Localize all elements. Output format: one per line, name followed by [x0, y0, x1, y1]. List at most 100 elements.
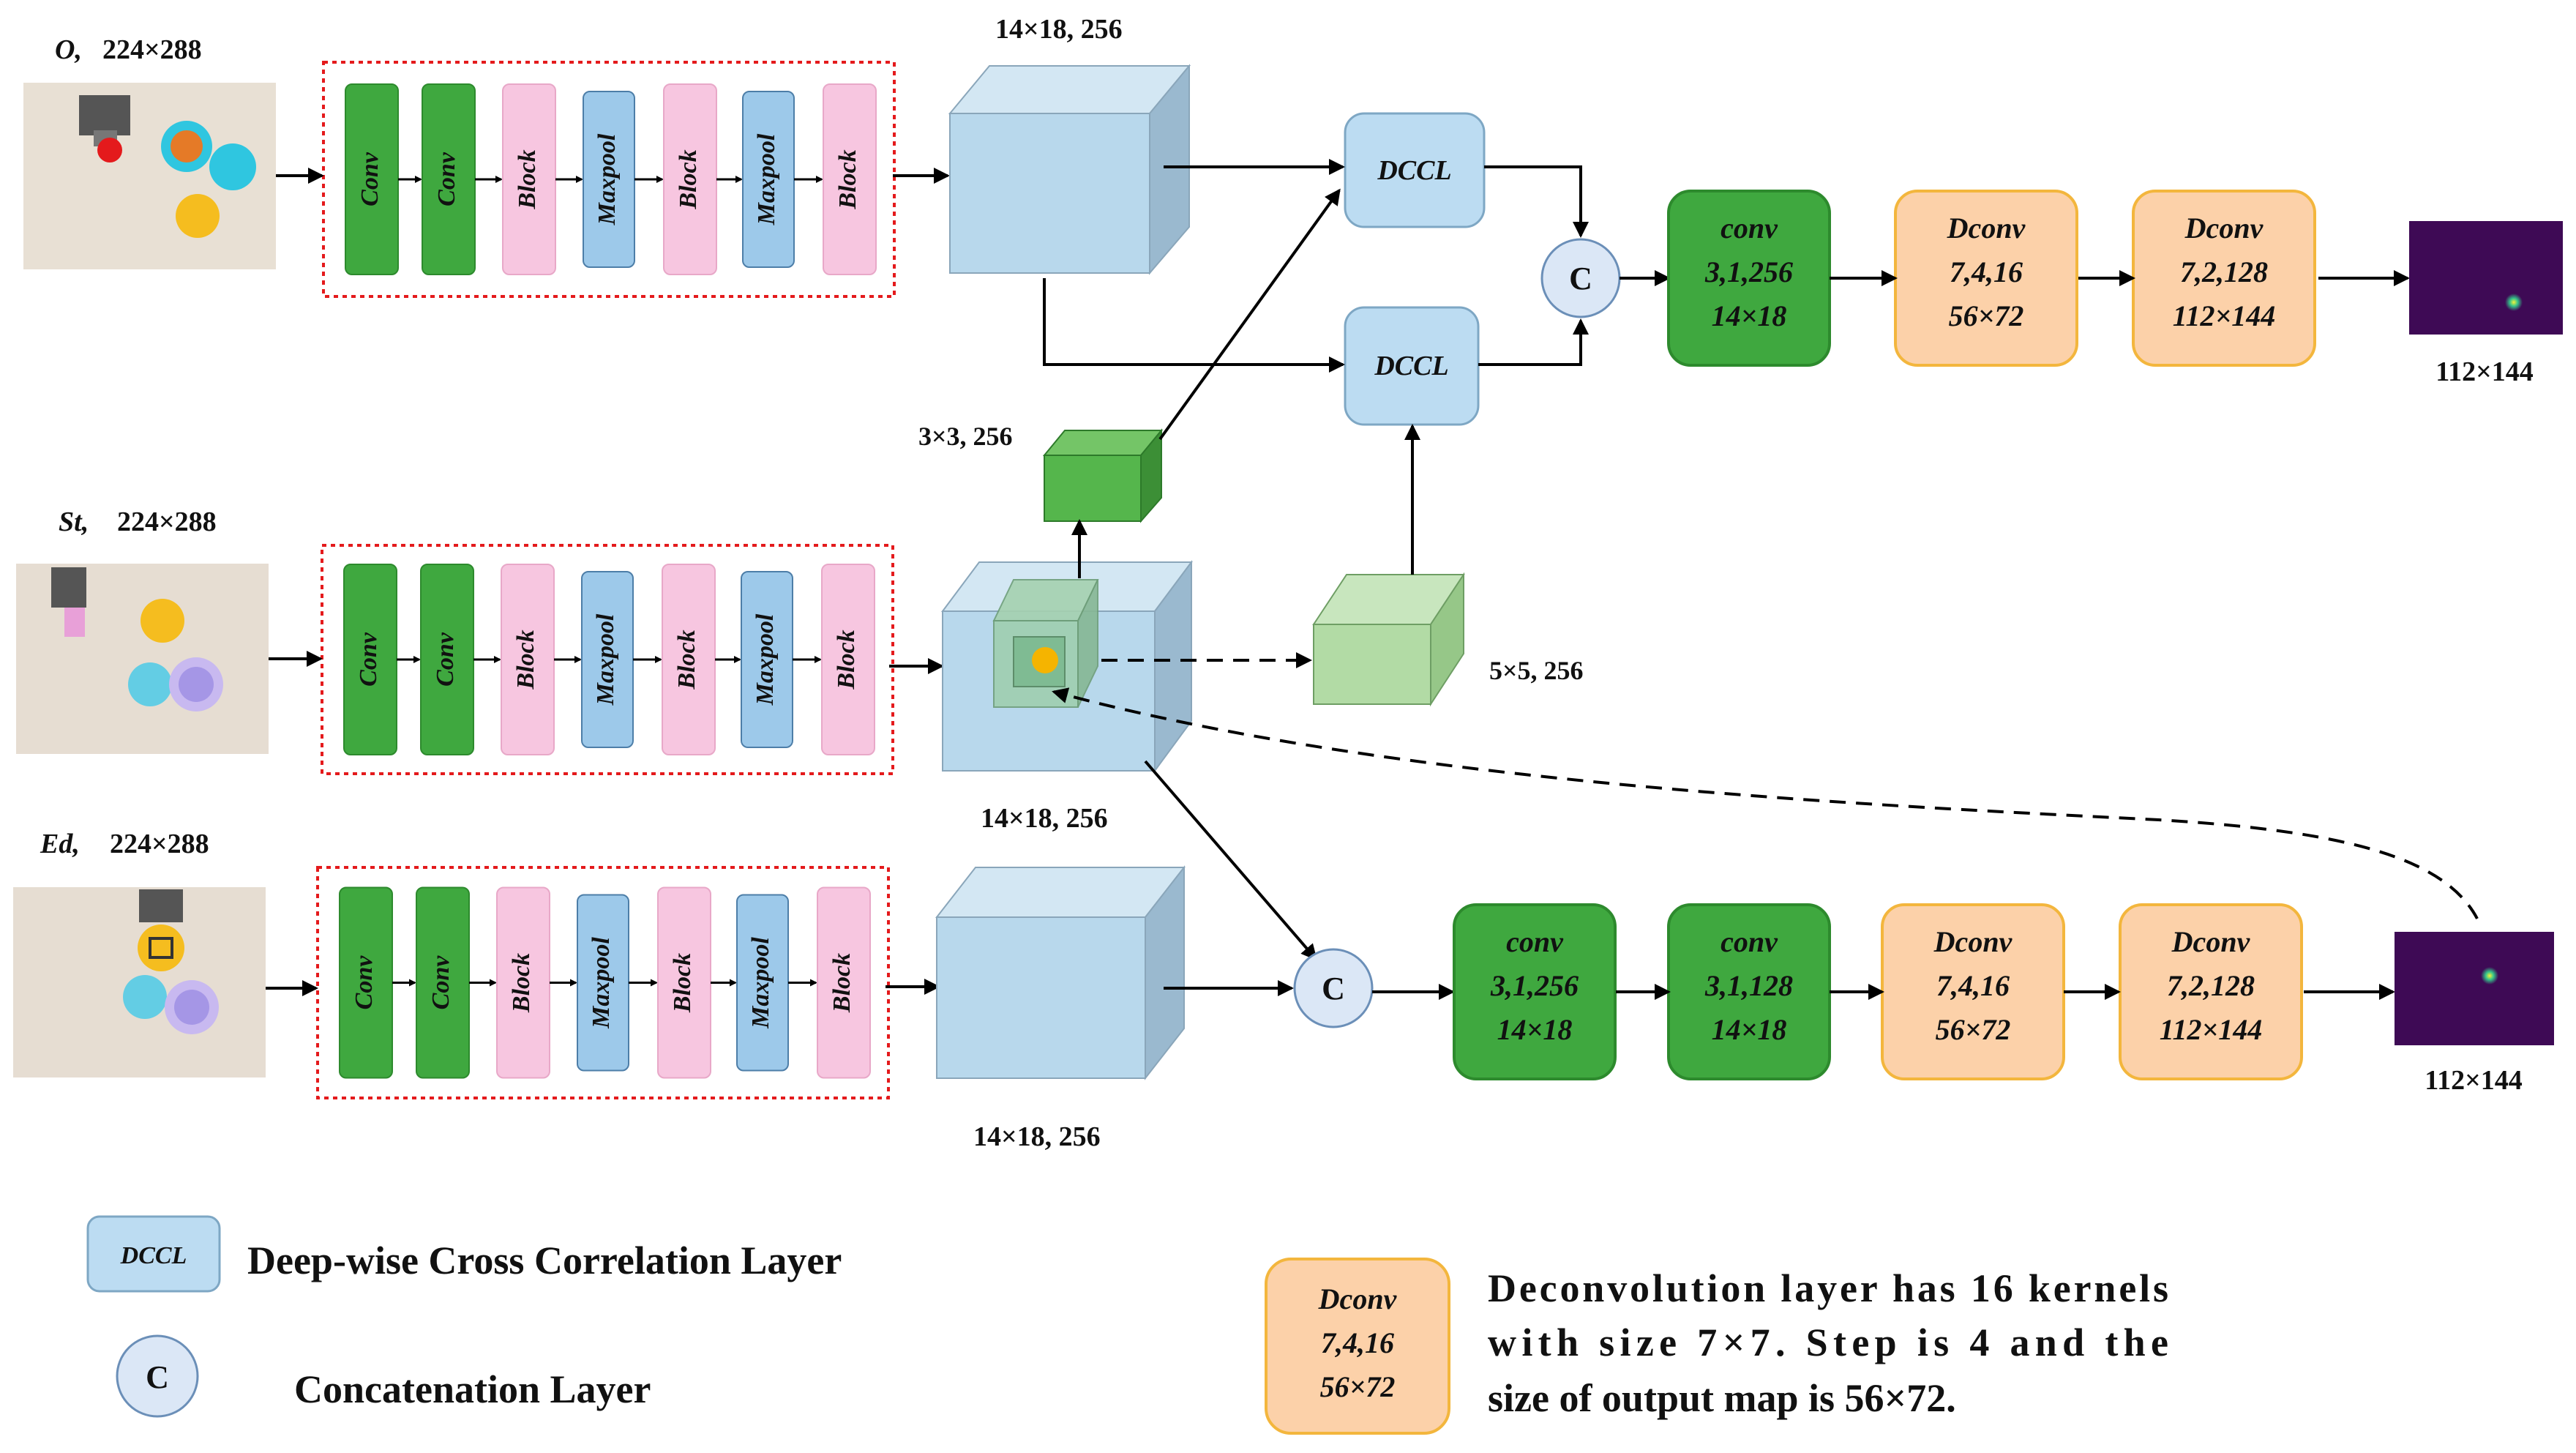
backbone-st-layer-4: Maxpool [581, 571, 634, 748]
backbone-st-layer-7: Block [821, 564, 875, 755]
backbone-o-layer-5: Block [663, 83, 717, 275]
svg-text:112×144: 112×144 [2173, 299, 2276, 332]
top-head-layer-3-dconv: Dconv 7,2,128 112×144 [2132, 190, 2316, 367]
svg-text:Conv: Conv [427, 955, 454, 1010]
svg-text:Conv: Conv [351, 955, 378, 1010]
backbone-o-layer-6: Maxpool [742, 91, 795, 268]
backbone-ed-layer-3: Block [496, 886, 550, 1079]
svg-text:56×72: 56×72 [1949, 299, 2024, 332]
backbone-o-layer-7: Block [823, 83, 877, 275]
svg-text:Block: Block [514, 149, 541, 209]
svg-text:Block: Block [673, 630, 700, 690]
svg-text:Dconv: Dconv [2184, 212, 2264, 244]
legend: DCCL Deep-wise Cross Correlation Layer C… [86, 1215, 2168, 1435]
input-ed-image [13, 887, 266, 1077]
svg-text:Maxpool: Maxpool [592, 613, 619, 706]
svg-text:7,4,16: 7,4,16 [1321, 1326, 1394, 1359]
backbone-ed-layer-5: Block [657, 886, 711, 1079]
top-head-layer-1-conv: conv 3,1,256 14×18 [1667, 190, 1831, 367]
legend-dccl: DCCL Deep-wise Cross Correlation Layer [86, 1215, 842, 1293]
backbone-o: Conv Conv Block Maxpool Block Maxpool Block [322, 61, 896, 298]
svg-text:7,2,128: 7,2,128 [2180, 255, 2268, 288]
svg-text:14×18: 14×18 [1497, 1013, 1573, 1046]
svg-text:Block: Block [508, 953, 535, 1013]
backbone-ed-layer-4: Maxpool [577, 894, 629, 1072]
svg-text:56×72: 56×72 [1320, 1370, 1396, 1403]
svg-text:conv: conv [1721, 212, 1778, 244]
svg-text:C: C [1322, 971, 1345, 1006]
feature-cube-st [941, 559, 1193, 774]
output-heatmap-top [2409, 221, 2563, 335]
svg-text:Conv: Conv [432, 632, 459, 687]
svg-text:3,1,256: 3,1,256 [1490, 969, 1579, 1002]
legend-dconv-line-3: size of output map is 56×72. [1488, 1376, 1956, 1420]
kernel-small-cube [1042, 428, 1164, 523]
svg-text:Maxpool: Maxpool [752, 613, 779, 706]
svg-text:7,4,16: 7,4,16 [1950, 255, 2023, 288]
svg-text:14×18: 14×18 [1712, 1013, 1787, 1046]
output-size-top: 112×144 [2435, 356, 2534, 387]
concat-top: C [1540, 238, 1621, 318]
bottom-head: conv3,1,25614×18conv3,1,12814×18Dconv7,4… [1453, 903, 2303, 1080]
row-st: St, 224×288 [16, 507, 269, 754]
svg-text:conv: conv [1721, 925, 1778, 958]
kernel-small-label: 3×3, 256 [918, 422, 1013, 451]
input-ed-size: 224×288 [110, 829, 209, 859]
legend-concat: C Concatenation Layer [116, 1334, 651, 1418]
legend-dccl-text: Deep-wise Cross Correlation Layer [247, 1239, 842, 1282]
legend-dconv-line-1: Deconvolution layer has 16 kernels [1488, 1266, 2168, 1310]
input-st-size: 224×288 [117, 507, 217, 537]
svg-text:Conv: Conv [355, 632, 382, 687]
row-ed: Ed, 224×288 [13, 829, 266, 1077]
kernel-large-cube [1312, 572, 1465, 707]
svg-text:C: C [1569, 261, 1592, 296]
svg-text:3,1,256: 3,1,256 [1704, 255, 1793, 288]
backbone-st-layer-3: Block [501, 564, 555, 755]
top-head-layer-2-dconv: Dconv 7,4,16 56×72 [1894, 190, 2078, 367]
backbone-st-layer-5: Block [662, 564, 716, 755]
backbone-st-layer-2: Conv [420, 564, 474, 755]
dccl-bottom: DCCL [1344, 306, 1480, 426]
backbone-ed-layer-2: Conv [416, 886, 470, 1079]
legend-dconv: Dconv 7,4,16 56×72 Deconvolution layer h… [1265, 1258, 2168, 1435]
backbone-o-layer-2: Conv [422, 83, 476, 275]
svg-text:Block: Block [669, 953, 696, 1013]
svg-text:Block: Block [512, 630, 539, 690]
svg-text:Block: Block [675, 149, 702, 209]
legend-concat-text: Concatenation Layer [294, 1367, 651, 1411]
svg-text:Maxpool: Maxpool [753, 133, 780, 225]
svg-text:14×18: 14×18 [1712, 299, 1787, 332]
input-st-label: St, [59, 507, 89, 537]
svg-text:DCCL: DCCL [120, 1242, 187, 1269]
svg-text:Conv: Conv [356, 152, 383, 206]
legend-dconv-line-2: with size 7×7. Step is 4 and the [1488, 1321, 2168, 1364]
svg-text:56×72: 56×72 [1936, 1013, 2011, 1046]
backbone-o-layer-4: Maxpool [583, 91, 635, 268]
backbone-st: Conv Conv Block Maxpool Block Maxpool Block [321, 544, 894, 775]
svg-text:C: C [146, 1359, 169, 1395]
svg-text:Block: Block [828, 953, 855, 1013]
svg-text:Dconv: Dconv [1947, 212, 2026, 244]
backbone-st-layer-1: Conv [343, 564, 397, 755]
backbone-ed-layer-1: Conv [339, 886, 393, 1079]
svg-text:Block: Block [833, 630, 860, 690]
backbone-o-layer-3: Block [502, 83, 556, 275]
backbone-ed: Conv Conv Block Maxpool Block Maxpool Block [316, 866, 890, 1099]
input-ed-label: Ed, [40, 829, 80, 859]
backbone-ed-layer-7: Block [817, 886, 871, 1079]
svg-text:Maxpool: Maxpool [588, 937, 615, 1029]
output-size-bottom: 112×144 [2425, 1065, 2523, 1096]
svg-text:Maxpool: Maxpool [747, 937, 774, 1029]
svg-text:Dconv: Dconv [1933, 925, 2013, 958]
svg-text:DCCL: DCCL [1374, 351, 1448, 381]
row-o: O, 224×288 [23, 34, 276, 269]
input-o-image [23, 83, 276, 269]
svg-text:7,2,128: 7,2,128 [2167, 969, 2255, 1002]
backbone-st-layer-6: Maxpool [741, 571, 793, 748]
svg-text:Dconv: Dconv [2171, 925, 2251, 958]
kernel-large-label: 5×5, 256 [1489, 656, 1584, 685]
feature-cube-o [948, 64, 1191, 275]
